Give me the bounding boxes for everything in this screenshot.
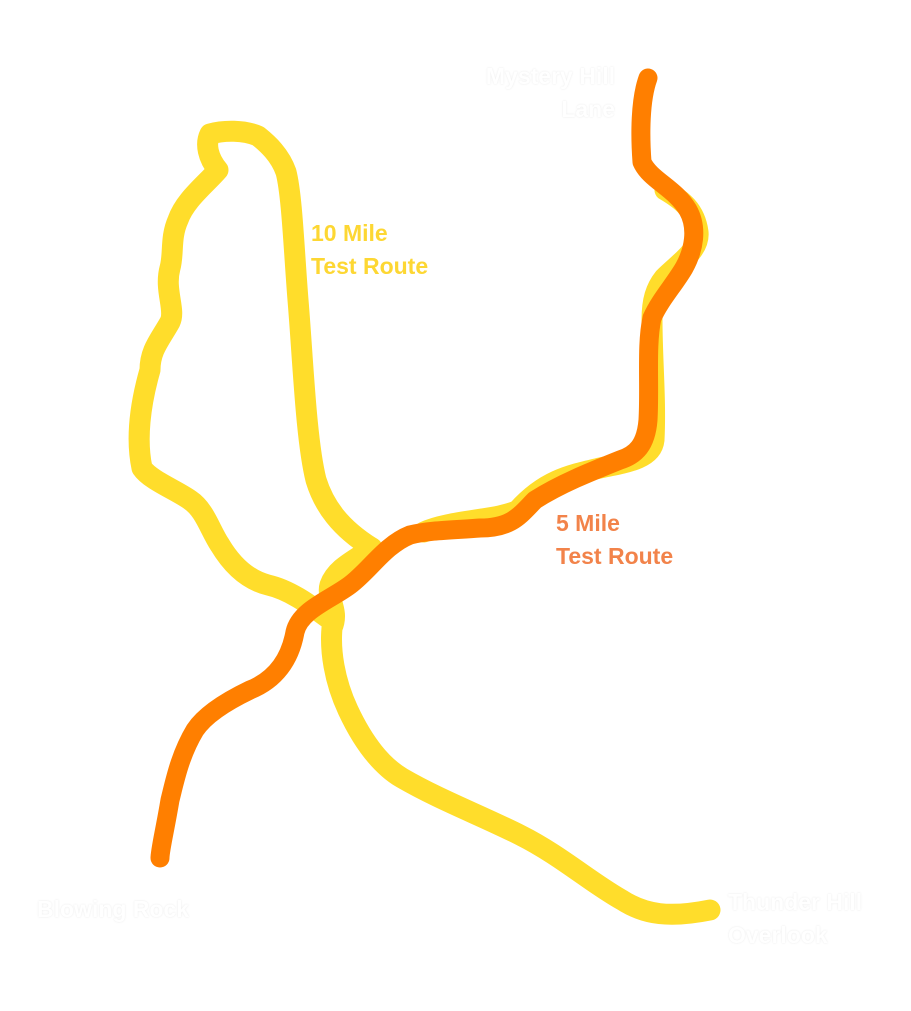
mystery-hill-lane-line-2: Lane xyxy=(561,96,615,122)
five-mile-route-label: 5 Mile Test Route xyxy=(556,507,673,573)
thunder-hill-overlook-line-2: Overlook xyxy=(728,922,828,948)
five-mile-route-label-line-1: 5 Mile xyxy=(556,510,620,536)
blowing-rock-line-1: Blowing Rock xyxy=(37,896,190,922)
mystery-hill-lane-line-1: Mystery Hill xyxy=(485,63,615,89)
ten-mile-route-loop xyxy=(128,120,383,629)
place-label-mystery-hill-lane: Mystery Hill Lane xyxy=(430,60,615,126)
place-label-thunder-hill-overlook: Thunder Hill Overlook xyxy=(728,886,862,952)
thunder-hill-overlook-line-1: Thunder Hill xyxy=(728,889,863,915)
ten-mile-route-label-line-2: Test Route xyxy=(311,253,429,279)
five-mile-route-label-line-2: Test Route xyxy=(556,543,674,569)
place-label-blowing-rock: Blowing Rock xyxy=(37,893,189,926)
ten-mile-route-label: 10 Mile Test Route xyxy=(311,217,428,283)
ten-mile-route-south xyxy=(318,537,721,925)
five-mile-route xyxy=(150,68,704,868)
ten-mile-route-label-line-1: 10 Mile xyxy=(311,220,388,246)
